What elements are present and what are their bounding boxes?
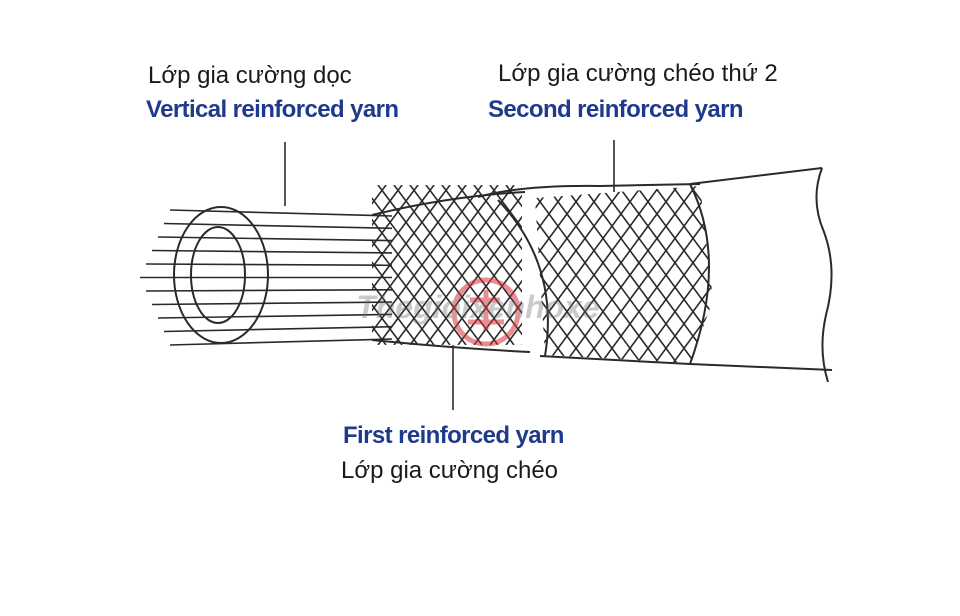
second-mesh-strand [535,186,593,363]
second-mesh-strand [535,186,539,363]
second-mesh-strand [535,186,575,363]
vertical-yarn-wire [157,236,393,242]
inner-tube-end [173,206,269,344]
second-mesh-strand [794,180,934,370]
second-mesh-strand [535,186,629,363]
second-yarn-layer [477,180,952,370]
first-yarn-label-vi: Lớp gia cường chéo [341,457,559,484]
first-mesh-strand [425,215,522,345]
vertical-yarn-wire [145,288,393,292]
first-yarn-label-en: First reinforced yarn [343,422,564,449]
second-mesh-strand [577,186,713,363]
watermark: Thegioixenhoxe [356,277,600,347]
second-mesh-strand [794,180,934,370]
first-mesh-strand [441,237,522,345]
second-mesh-strand [758,180,898,370]
second-mesh-strand [535,186,575,363]
second-mesh-strand [722,180,862,370]
first-mesh-strand [489,185,522,229]
first-mesh-strand [473,279,522,345]
vertical-yarn-wire [151,301,393,306]
second-mesh-strand [613,186,713,363]
second-mesh-strand [535,186,593,363]
second-mesh-strand [740,180,880,370]
second-mesh-strand [685,186,713,363]
vertical-yarn-layer [140,209,393,346]
vertical-yarn-wire [163,325,393,333]
second-mesh-strand [685,186,713,363]
second-mesh-strand [535,186,539,363]
second-mesh-strand [776,180,916,370]
second-mesh-strand [631,186,713,363]
second-mesh-strand [812,180,952,370]
vertical-yarn-wire [145,263,393,267]
second-mesh-strand [649,186,713,363]
second-mesh-strand [535,186,611,363]
second-mesh-strand [541,186,683,363]
first-mesh-strand [473,185,522,251]
second-mesh-strand [812,180,952,370]
second-mesh-strand [758,180,898,370]
leader-lines [284,140,615,410]
second-mesh-strand [649,186,713,363]
watermark-text: Thegioixenhoxe [356,289,600,325]
second-mesh-strand [559,186,701,363]
second-mesh-strand [740,180,880,370]
watermark-logo-icon [451,277,521,347]
vertical-yarn-wire [151,249,393,254]
second-yarn-label-en: Second reinforced yarn [488,96,743,123]
second-mesh-strand [535,186,647,363]
first-mesh-strand [457,258,522,345]
first-yarn-layer [371,185,531,353]
second-mesh-strand [667,186,713,363]
vertical-yarn-label-en: Vertical reinforced yarn [146,96,399,123]
second-mesh-strand [667,186,713,363]
outer-cover [689,167,833,383]
vertical-yarn-wire [169,338,393,346]
vertical-yarn-wire [169,209,393,217]
second-mesh-strand [722,180,862,370]
second-mesh-strand [776,180,916,370]
vertical-yarn-wire [163,222,393,230]
first-mesh-strand [489,301,522,345]
second-yarn-label-vi: Lớp gia cường chéo thứ 2 [498,60,778,87]
vertical-yarn-label-vi: Lớp gia cường dọc [148,62,352,89]
vertical-yarn-wire [157,313,393,319]
